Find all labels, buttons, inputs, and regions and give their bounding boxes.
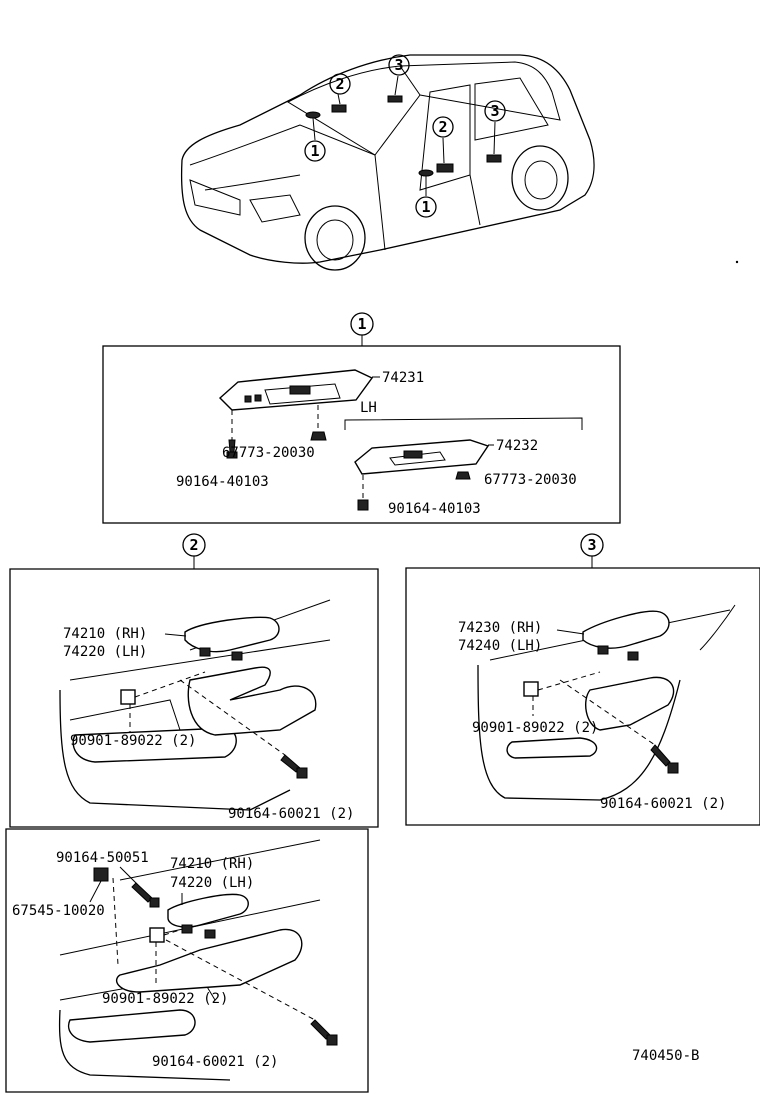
- part-74210-rh-label: 74210 (RH): [63, 626, 147, 642]
- part-90901-89022-s4-label: 90901-89022 (2): [102, 991, 228, 1007]
- part-90164-60021-s4-label: 90164-60021 (2): [152, 1054, 278, 1070]
- part-90164-40103-upper-label: 90164-40103: [176, 474, 269, 490]
- drawing-code: 740450-B: [632, 1048, 699, 1064]
- car-callout-1-door: 1: [421, 198, 430, 216]
- part-67773-20030-upper-label: 67773-20030: [222, 445, 315, 461]
- section-4-front-door-grip-alt: 74210 (RH) 74220 (LH) 90164-50051 67545-…: [5, 828, 369, 1093]
- car-illustration: 1 2 3 2 1 3: [180, 54, 595, 271]
- car-callout-2-front: 2: [335, 75, 344, 93]
- section-1-switch-bases: 1 74231 90164-40103 67773-20030 LH 74232…: [102, 312, 621, 524]
- section-1-callout: 1: [357, 315, 366, 333]
- car-callout-3-rear: 3: [490, 102, 499, 120]
- part-74210-rh-s4-label: 74210 (RH): [170, 856, 254, 872]
- part-90164-50051-label: 90164-50051: [56, 850, 149, 866]
- speck: [735, 260, 739, 264]
- part-74220-lh-s4-label: 74220 (LH): [170, 875, 254, 891]
- section-2-front-door-grip: 2 74210 (RH) 74220 (LH) 90901-89022 (2) …: [9, 533, 379, 828]
- part-90901-89022-s3-label: 90901-89022 (2): [472, 720, 598, 736]
- part-90901-89022-s2-label: 90901-89022 (2): [70, 733, 196, 749]
- section-2-callout: 2: [189, 536, 198, 554]
- lh-group-label: LH: [360, 400, 377, 416]
- car-callout-1-front: 1: [310, 142, 319, 160]
- section-3-callout: 3: [587, 536, 596, 554]
- section-3-rear-door-grip: 3 74230 (RH) 74240 (LH) 90901-89022 (2) …: [405, 533, 760, 826]
- part-74220-lh-label: 74220 (LH): [63, 644, 147, 660]
- part-74230-rh-label: 74230 (RH): [458, 620, 542, 636]
- part-67545-10020-label: 67545-10020: [12, 903, 105, 919]
- car-callout-3-roof: 3: [394, 56, 403, 74]
- part-90164-60021-s3-label: 90164-60021 (2): [600, 796, 726, 812]
- part-90164-40103-lower-label: 90164-40103: [388, 501, 481, 517]
- part-90164-60021-s2-label: 90164-60021 (2): [228, 806, 354, 822]
- car-callout-2-door: 2: [438, 118, 447, 136]
- part-67773-20030-lower-label: 67773-20030: [484, 472, 577, 488]
- part-74231-label: 74231: [382, 370, 424, 386]
- part-74232-label: 74232: [496, 438, 538, 454]
- part-74240-lh-label: 74240 (LH): [458, 638, 542, 654]
